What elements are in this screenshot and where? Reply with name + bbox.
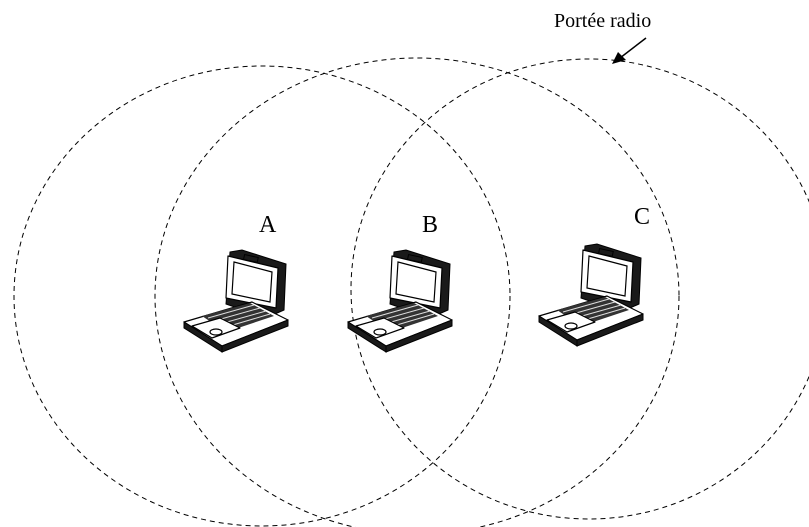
range-label: Portée radio [554,10,651,32]
laptop-icon-a [183,249,289,353]
node-label-c: C [634,204,650,230]
range-circle-c [350,58,809,520]
laptop-icon-c [538,243,644,347]
range-circle-a [13,65,511,527]
node-label-a: A [259,212,277,238]
range-circle-b [154,57,680,527]
laptop-icon-b [347,249,453,353]
node-label-b: B [422,212,438,238]
range-arrow-icon [612,37,647,64]
